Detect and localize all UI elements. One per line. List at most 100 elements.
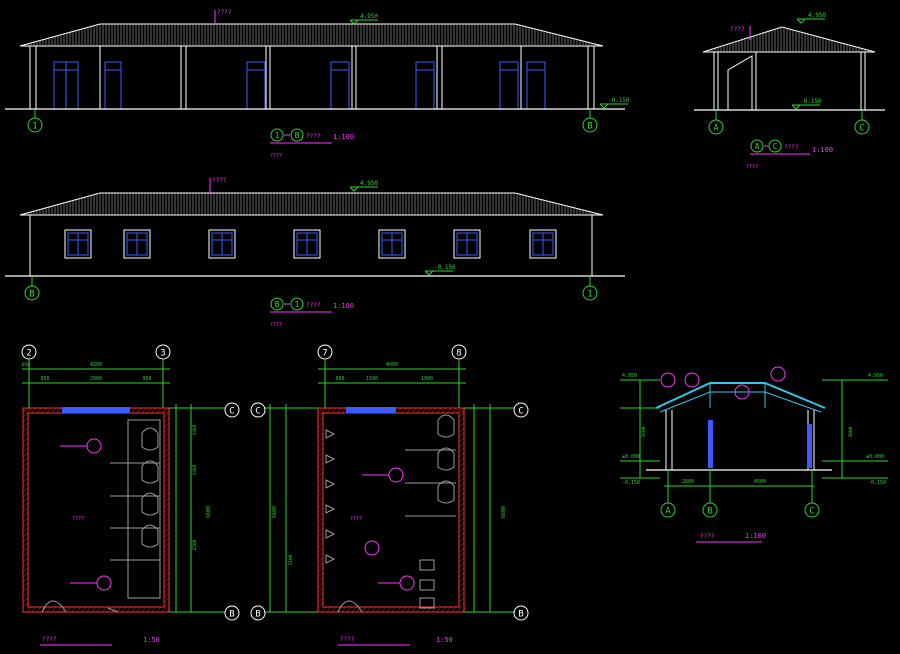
door	[104, 61, 122, 110]
hatch-line	[317, 492, 324, 498]
roof-hatch	[21, 193, 602, 215]
hatch-line	[22, 517, 29, 523]
hatch-line	[51, 407, 57, 414]
axis-circle-icon	[250, 402, 266, 418]
hatch-line	[131, 606, 137, 613]
hatch-line	[458, 597, 465, 603]
hatch-line	[56, 606, 62, 613]
hatch-line	[317, 432, 324, 438]
scale-label: 1:50	[143, 636, 160, 644]
hatch-line	[361, 606, 367, 613]
ground-value: -0.150	[622, 480, 640, 486]
ground-value: -0.150	[800, 98, 822, 105]
title-axis-1: 1	[295, 300, 300, 309]
hatch-line	[22, 602, 29, 608]
hatch-line	[163, 417, 170, 423]
roof-section	[655, 382, 826, 409]
axis-label-b: B	[255, 610, 260, 620]
hatch-line	[458, 437, 465, 443]
hatch-line	[458, 457, 465, 463]
dim-seg: 1900	[421, 376, 433, 382]
scale-label: 1:100	[745, 532, 766, 540]
hatch-line	[22, 592, 29, 598]
hatch-line	[458, 602, 465, 608]
hatch-line	[22, 527, 29, 533]
hatch-line	[22, 497, 29, 503]
hatch-line	[96, 606, 102, 613]
hatch-line	[163, 577, 170, 583]
hatch-line	[31, 407, 37, 414]
hatch-line	[458, 512, 465, 518]
hatch-line	[317, 542, 324, 548]
hatch-line	[401, 606, 407, 613]
axis-circle-icon	[708, 119, 724, 135]
door	[330, 61, 350, 110]
axis-label-b: B	[29, 290, 34, 300]
hatch-line	[458, 527, 465, 533]
axis-label-3: 3	[160, 349, 165, 359]
ground-mark-icon	[599, 103, 609, 109]
detail-circle-icon	[684, 372, 700, 388]
hatch-line	[317, 517, 324, 523]
roof-outline	[19, 23, 604, 47]
hatch-line	[458, 487, 465, 493]
room-label: ????	[350, 516, 362, 522]
hatch-line	[458, 477, 465, 483]
level-mark-icon	[796, 18, 806, 24]
title-axis-1: 1	[275, 131, 280, 140]
elevation-side: A C ???? 4.950 -0.150 A C ???? 1:100 ???…	[694, 12, 885, 170]
hatch-line	[22, 577, 29, 583]
hatch-line	[458, 562, 465, 568]
hatch-line	[331, 407, 337, 414]
hatch-line	[22, 492, 29, 498]
hatch-line	[317, 582, 324, 588]
door-arc-icon	[337, 600, 363, 613]
hatch-line	[66, 606, 72, 613]
hatch-line	[458, 417, 465, 423]
urinal-icon	[325, 504, 336, 514]
roof-outline	[19, 192, 604, 216]
hatch-line	[391, 606, 397, 613]
hatch-line	[163, 567, 170, 573]
hatch-line	[317, 422, 324, 428]
hatch-line	[166, 606, 172, 613]
hatch-line	[22, 407, 29, 413]
window-opening	[62, 407, 130, 413]
hatch-line	[163, 412, 170, 418]
detail-circle-icon	[660, 372, 676, 388]
hatch-line	[163, 602, 170, 608]
hatch-line	[163, 517, 170, 523]
hatch-line	[366, 606, 372, 613]
axis-label-b: B	[229, 610, 234, 620]
hatch-line	[146, 606, 152, 613]
hatch-line	[22, 482, 29, 488]
hatch-line	[458, 517, 465, 523]
note-text: ????	[270, 322, 282, 328]
title-axis-c: C	[773, 142, 778, 151]
hatch-line	[317, 547, 324, 553]
hatch-line	[136, 606, 142, 613]
hatch-line	[317, 442, 324, 448]
hatch-line	[351, 606, 357, 613]
wall-inner	[322, 412, 460, 608]
hatch-line	[163, 432, 170, 438]
hatch-line	[163, 482, 170, 488]
hatch-line	[401, 407, 407, 414]
door	[246, 61, 266, 110]
dim-seg: 2800	[682, 479, 694, 485]
hatch-line	[56, 407, 62, 414]
hatch-line	[22, 562, 29, 568]
hatch-line	[458, 592, 465, 598]
hatch-line	[22, 542, 29, 548]
hatch-line	[441, 606, 447, 613]
dim-seg: 2900	[90, 376, 102, 382]
hatch-line	[86, 606, 92, 613]
hatch-line	[356, 606, 362, 613]
hatch-line	[131, 407, 137, 414]
hatch-line	[163, 542, 170, 548]
scale-label: 1:100	[812, 146, 833, 154]
hatch-line	[326, 606, 332, 613]
dim-seg: 1200	[192, 464, 198, 475]
dim-total: 4000	[386, 362, 398, 368]
hatch-line	[317, 527, 324, 533]
